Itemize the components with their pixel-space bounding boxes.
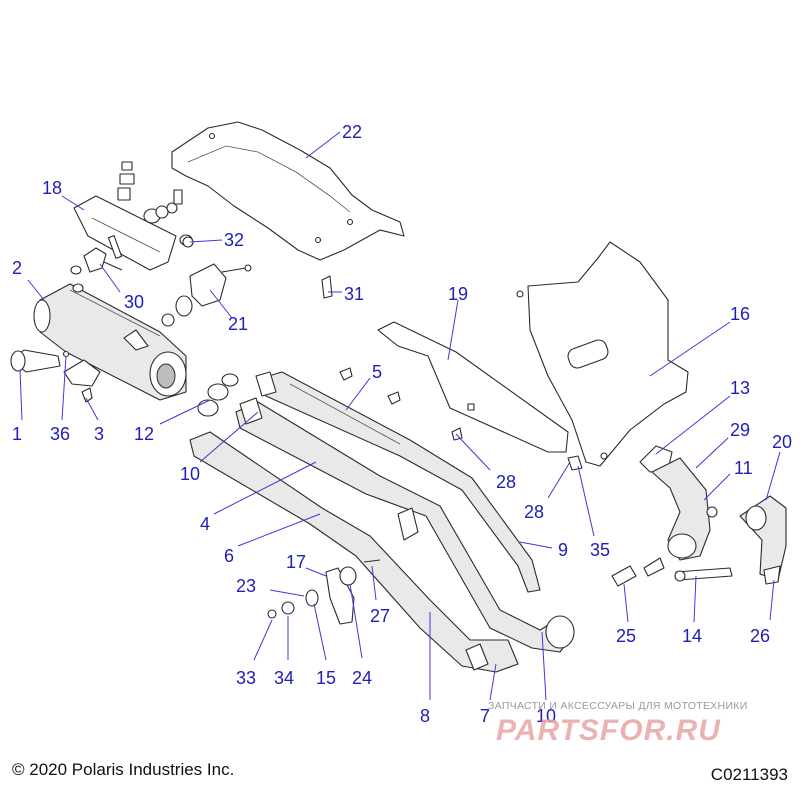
callout-4: 4 (200, 514, 210, 534)
part-bolt-a (339, 367, 353, 381)
callout-9: 9 (558, 540, 568, 560)
part-12-gaskets (197, 373, 239, 417)
leader-lines (19, 131, 781, 701)
part-18-bracket (73, 195, 177, 271)
callout-34: 34 (274, 668, 294, 688)
part-36-washer (62, 350, 70, 358)
watermark-logo: PARTSFOR.RU (496, 714, 721, 747)
callout-27: 27 (370, 606, 390, 626)
part-1-tip (10, 349, 61, 373)
part-14-sensor (674, 567, 733, 582)
part-16-heat-shield (516, 241, 689, 467)
callout-19: 19 (448, 284, 468, 304)
drawing-number: C0211393 (710, 765, 788, 784)
callout-32: 32 (224, 230, 244, 250)
watermark-tagline: ЗАПЧАСТИ И АКСЕССУАРЫ ДЛЯ МОТОТЕХНИКИ (488, 700, 748, 712)
part-15-spacer (305, 589, 319, 607)
part-17-bracket (325, 559, 381, 625)
part-2-muffler (33, 283, 187, 401)
part-bolt-b (387, 391, 401, 405)
callout-17: 17 (286, 552, 306, 572)
callout-24: 24 (352, 668, 372, 688)
callout-25: 25 (616, 626, 636, 646)
callout-30: 30 (124, 292, 144, 312)
callout-29: 29 (730, 420, 750, 440)
callout-14: 14 (682, 626, 702, 646)
callout-12: 12 (134, 424, 154, 444)
part-4-mid-pipe (235, 397, 575, 653)
callout-labels: 1 2 3 4 5 6 7 8 9 10 10 11 12 13 14 15 1… (12, 122, 792, 726)
callout-36: 36 (50, 424, 70, 444)
watermark: ЗАПЧАСТИ И АКСЕССУАРЫ ДЛЯ МОТОТЕХНИКИ PA… (488, 700, 788, 748)
callout-8: 8 (420, 706, 430, 726)
callout-23: 23 (236, 576, 256, 596)
callout-21: 21 (228, 314, 248, 334)
callout-31: 31 (344, 284, 364, 304)
callout-1: 1 (12, 424, 22, 444)
part-30-mount (70, 235, 123, 275)
copyright-text: © 2020 Polaris Industries Inc. (12, 760, 235, 779)
part-29-11-elbow (651, 457, 718, 561)
callout-26: 26 (750, 626, 770, 646)
part-5-head-pipe (255, 371, 541, 593)
part-31-bolt (321, 275, 333, 299)
part-21-bracket (161, 263, 252, 327)
callout-2: 2 (12, 258, 22, 278)
callout-16: 16 (730, 304, 750, 324)
callout-33: 33 (236, 668, 256, 688)
callout-15: 15 (316, 668, 336, 688)
callout-7: 7 (480, 706, 490, 726)
callout-20: 20 (772, 432, 792, 452)
callout-22: 22 (342, 122, 362, 142)
callout-28-b: 28 (524, 502, 544, 522)
callout-13: 13 (730, 378, 750, 398)
callout-11: 11 (734, 458, 753, 478)
part-20-outlet (739, 495, 787, 585)
part-25-spring (611, 557, 665, 587)
part-19-heat-shield (377, 321, 569, 453)
callout-6: 6 (224, 546, 234, 566)
callout-10-b: 10 (536, 706, 556, 726)
callout-35: 35 (590, 540, 610, 560)
callout-3: 3 (94, 424, 104, 444)
callout-5: 5 (372, 362, 382, 382)
part-34-washer (281, 601, 295, 615)
part-33-nut (267, 609, 277, 619)
part-3-screw (81, 387, 93, 403)
callout-28-a: 28 (496, 472, 516, 492)
part-35-clip (567, 455, 583, 471)
callout-10-a: 10 (180, 464, 200, 484)
part-22-heat-shield (171, 121, 405, 261)
callout-18: 18 (42, 178, 62, 198)
part-6-lower-pipe (189, 431, 519, 673)
